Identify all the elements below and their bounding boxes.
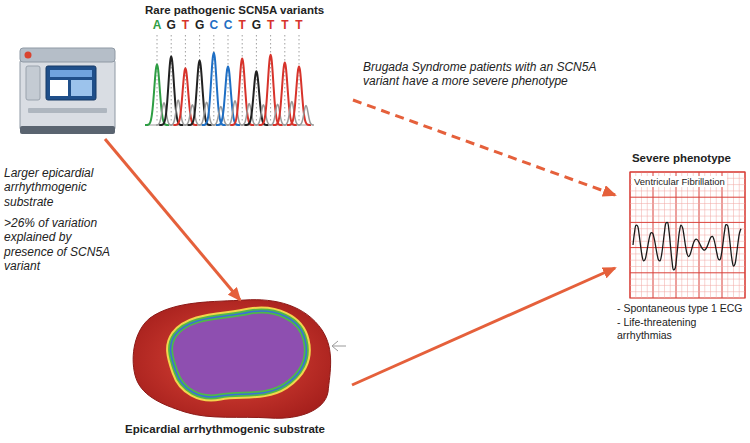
sequencer-machine bbox=[20, 48, 115, 134]
arrhythmogenic-substrate bbox=[171, 311, 307, 397]
grid-line bbox=[630, 241, 745, 242]
pointer-mark bbox=[332, 341, 346, 351]
machine-screen bbox=[46, 66, 96, 100]
grid-line bbox=[630, 266, 745, 267]
panel-heading: Rare pathogenic SCN5A variants bbox=[145, 4, 324, 18]
base-letter: T bbox=[265, 18, 277, 32]
grid-line bbox=[630, 285, 745, 286]
base-guide bbox=[199, 35, 200, 122]
fibrillation-trace bbox=[633, 222, 741, 269]
arrow bbox=[352, 268, 615, 385]
phenotype-item: - Life-threatening arrhythmias bbox=[617, 316, 748, 341]
trace-label: Ventricular Fibrillation bbox=[632, 176, 727, 187]
grid-line bbox=[630, 209, 745, 210]
grid-line bbox=[630, 222, 745, 223]
grid-line bbox=[630, 235, 745, 236]
statistic-note: >26% of variation explained by presence … bbox=[4, 216, 122, 274]
base-letter: T bbox=[279, 18, 291, 32]
ecg-strip bbox=[630, 172, 745, 298]
base-letter: A bbox=[151, 18, 163, 32]
grid-line bbox=[630, 190, 745, 191]
ecg-paper bbox=[630, 172, 745, 298]
base-guide bbox=[299, 35, 300, 122]
screen-panel bbox=[50, 80, 68, 96]
base-letter: G bbox=[250, 18, 262, 32]
dashed-arrow bbox=[353, 100, 615, 195]
base-letter: T bbox=[236, 18, 248, 32]
base-guide bbox=[185, 35, 186, 122]
base-guide bbox=[270, 35, 271, 122]
trace-peak bbox=[298, 105, 314, 124]
panel-heading: Severe phenotype bbox=[615, 152, 748, 166]
screen-panel bbox=[71, 80, 92, 96]
machine-body bbox=[20, 58, 115, 132]
epicardial-map bbox=[133, 300, 346, 419]
trace-peak bbox=[287, 66, 311, 125]
substrate-border-outer bbox=[171, 311, 307, 397]
base-guide bbox=[171, 35, 172, 122]
chromatogram bbox=[145, 35, 314, 125]
grid-line bbox=[630, 291, 745, 292]
base-guide bbox=[284, 35, 285, 122]
phenotype-item: - Spontaneous type 1 ECG bbox=[617, 302, 748, 315]
base-guide bbox=[228, 35, 229, 122]
base-letter: T bbox=[293, 18, 305, 32]
phenotype-panel: Severe phenotypeVentricular Fibrillation… bbox=[615, 150, 750, 345]
grid-line bbox=[630, 197, 745, 198]
edge-label: Brugada Syndrome patients with an SCN5A … bbox=[363, 60, 611, 89]
grid-line bbox=[630, 216, 745, 217]
machine-lid bbox=[20, 48, 115, 62]
machine-base bbox=[20, 126, 115, 134]
base-letter: C bbox=[208, 18, 220, 32]
epicardium-region bbox=[133, 300, 331, 419]
base-letter: T bbox=[179, 18, 191, 32]
machine-slot bbox=[28, 108, 107, 113]
grid-line bbox=[630, 260, 745, 261]
edge-label: Larger epicardial arrhythmogenic substra… bbox=[4, 166, 122, 209]
screen-panel bbox=[50, 70, 92, 77]
machine-door bbox=[26, 66, 40, 100]
base-guide bbox=[256, 35, 257, 122]
grid-line bbox=[630, 272, 745, 273]
base-guide bbox=[242, 35, 243, 122]
substrate-border-inner bbox=[171, 311, 307, 397]
arrow bbox=[105, 139, 240, 300]
grid-line bbox=[630, 279, 745, 280]
machine-light bbox=[25, 52, 32, 59]
base-letter: C bbox=[222, 18, 234, 32]
base-guide bbox=[213, 35, 214, 122]
base-guide bbox=[157, 35, 158, 122]
grid-line bbox=[630, 172, 745, 173]
panel-heading: Epicardial arrhythmogenic substrate bbox=[100, 423, 350, 437]
substrate-panel: Epicardial arrhythmogenic substrate bbox=[100, 300, 352, 440]
grid-line bbox=[630, 203, 745, 204]
base-letter: G bbox=[165, 18, 177, 32]
base-letter: G bbox=[194, 18, 206, 32]
